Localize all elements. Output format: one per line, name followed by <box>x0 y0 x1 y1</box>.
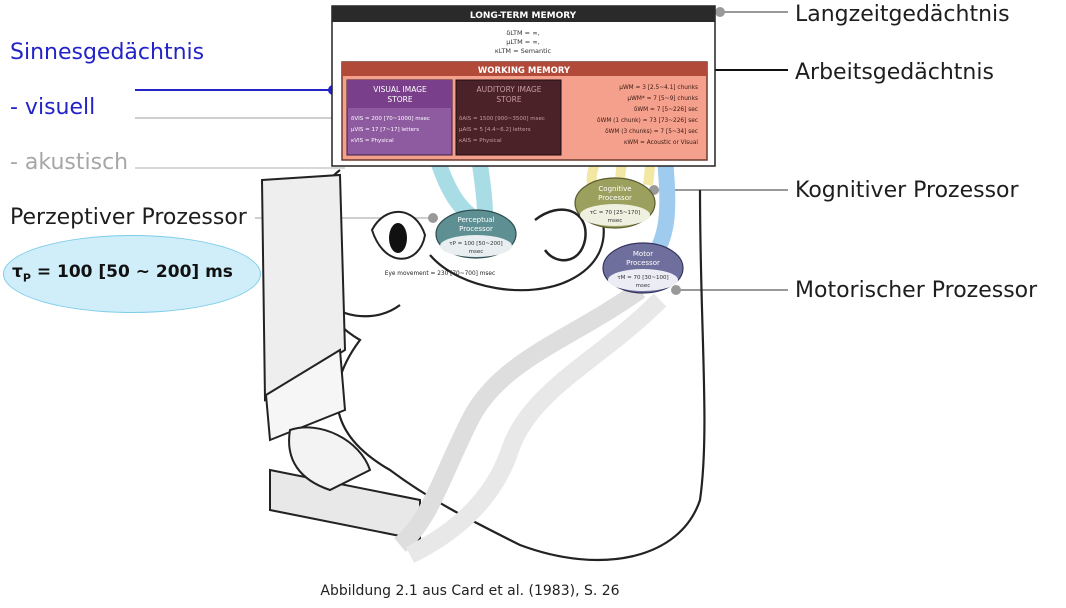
wm-title: WORKING MEMORY <box>478 66 571 76</box>
label-sinnesgedaechtnis: Sinnesgedächtnis <box>10 40 205 65</box>
perceptual-value-1: τP = 100 [50~200] <box>449 241 502 247</box>
perceptual-title-1: Perceptual <box>457 216 494 224</box>
pointer-dot-langzeit <box>715 7 725 17</box>
eye <box>370 210 427 260</box>
label-visuell: - visuell <box>10 95 96 120</box>
pointer-dot-motorisch <box>671 285 681 295</box>
visual-store-line-1: δVIS = 200 [70~1000] msec <box>351 116 430 122</box>
visual-store-title-2: STORE <box>387 95 412 104</box>
cognitive-title-1: Cognitive <box>598 185 631 193</box>
auditory-store-box <box>455 79 562 156</box>
wm-param-2: μWM* = 7 [5~9] chunks <box>627 96 698 102</box>
motor-title-1: Motor <box>633 250 653 258</box>
ribbon-arm-2 <box>405 293 667 564</box>
auditory-store-line-1: δAIS = 1500 [900~3500] msec <box>459 116 545 122</box>
visual-store-header <box>347 80 452 108</box>
visual-store-line-3: κVIS = Physical <box>351 138 394 144</box>
motor-title-2: Processor <box>626 259 660 267</box>
ltm-line-2: μLTM = ∞, <box>506 38 540 46</box>
ear <box>534 208 587 262</box>
visual-store-title-1: VISUAL IMAGE <box>373 85 427 94</box>
cognitive-value-2: msec <box>608 218 623 224</box>
motor-value-1: τM = 70 [30~100] <box>617 275 668 281</box>
auditory-store-title-1: AUDITORY IMAGE <box>476 85 541 94</box>
ltm-line-1: δLTM = ∞, <box>506 29 539 37</box>
perceptual-processor-inner <box>440 235 512 257</box>
label-akustisch: - akustisch <box>10 150 129 175</box>
motor-value-2: msec <box>636 283 651 289</box>
tau-ellipse <box>3 235 261 313</box>
pointer-dot-perzeptiv <box>428 213 438 223</box>
figure-caption: Abbildung 2.1 aus Card et al. (1983), S.… <box>320 583 620 599</box>
wm-param-4: δWM (1 chunk) = 73 [73~226] sec <box>597 118 698 124</box>
wm-param-3: δWM = 7 [5~226] sec <box>634 107 698 113</box>
cognitive-processor-inner <box>580 204 650 226</box>
auditory-store-title-2: STORE <box>496 95 521 104</box>
cognitive-value-1: τC = 70 [25~170] <box>590 210 640 216</box>
label-perzeptiver-prozessor: Perzeptiver Prozessor <box>10 205 247 230</box>
label-motorischer-prozessor: Motorischer Prozessor <box>795 278 1038 303</box>
visual-store-line-2: μVIS = 17 [7~17] letters <box>351 127 419 133</box>
wm-param-6: κWM = Acoustic or Visual <box>624 140 698 146</box>
monitor <box>260 173 347 442</box>
perceptual-title-2: Processor <box>459 225 493 233</box>
tau-subscript: P <box>22 271 31 285</box>
cognitive-title-2: Processor <box>598 194 632 202</box>
wm-param-1: μWM = 3 [2.5~4.1] chunks <box>619 85 698 91</box>
ltm-title-bar <box>332 6 715 22</box>
eye-movement-text: Eye movement = 230 [70~700] msec <box>385 271 495 277</box>
ribbon-arm-1 <box>394 282 646 552</box>
tau-value: = 100 [50 ~ 200] ms <box>30 262 233 282</box>
auditory-store-line-3: κAIS = Physical <box>459 138 502 144</box>
label-langzeitgedaechtnis: Langzeitgedächtnis <box>795 2 1010 27</box>
tau-formula: τP = 100 [50 ~ 200] ms <box>12 262 233 284</box>
ltm-title: LONG-TERM MEMORY <box>470 11 577 21</box>
wm-title-bar <box>342 62 707 76</box>
tau-symbol: τ <box>12 262 23 282</box>
keyboard <box>269 426 421 542</box>
wm-param-5: δWM (3 chunks) = 7 [5~34] sec <box>605 129 698 135</box>
label-arbeitsgedaechtnis: Arbeitsgedächtnis <box>795 60 994 85</box>
ltm-line-3: κLTM = Semantic <box>495 47 552 55</box>
motor-processor-inner <box>608 269 678 291</box>
auditory-store-line-2: μAIS = 5 [4.4~6.2] letters <box>459 127 531 133</box>
perceptual-value-2: msec <box>469 249 484 255</box>
label-kognitiver-prozessor: Kognitiver Prozessor <box>795 178 1019 203</box>
